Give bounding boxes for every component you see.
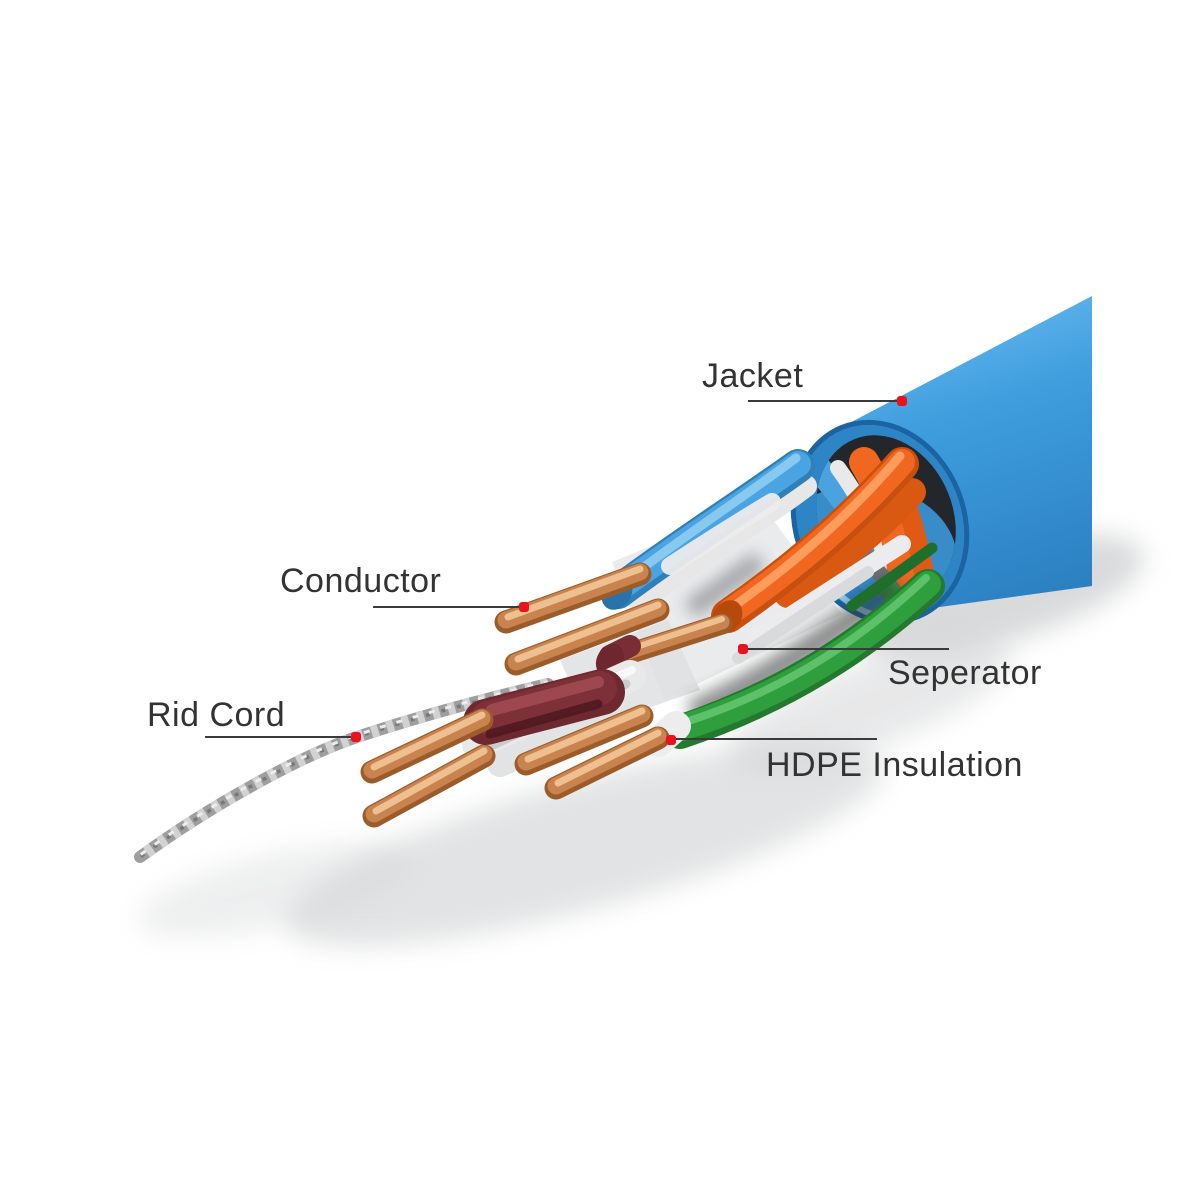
wire-green (643, 542, 945, 757)
copper-conductor (617, 613, 733, 665)
label-separator: Seperator (888, 654, 1042, 692)
marker-dot-jacket (897, 396, 907, 406)
wire-orange-rear (774, 478, 926, 608)
copper-conductor (362, 744, 496, 828)
copper-conductor (514, 704, 654, 776)
marker-dot-hdpe-insulation (666, 735, 676, 745)
marker-dot-rip-cord (351, 732, 361, 742)
marker-dot-conductor (519, 602, 529, 612)
wire-maroon (463, 669, 625, 745)
leader-line-rip-cord (205, 736, 353, 738)
copper-conductor (360, 708, 494, 784)
marker-dot-separator (738, 644, 748, 654)
leader-line-separator (746, 648, 949, 650)
copper-conductor (494, 562, 652, 634)
copper-conductors-lower (362, 704, 670, 828)
wire-orange-pair (711, 447, 919, 634)
separator-ribbons (732, 535, 911, 664)
label-rip-cord: Rid Cord (147, 696, 286, 734)
leader-line-hdpe-insulation (674, 738, 877, 740)
label-jacket: Jacket (702, 357, 804, 395)
leader-line-jacket (748, 400, 900, 402)
leader-line-conductor (373, 606, 521, 608)
copper-conductor (504, 598, 670, 676)
label-hdpe-insulation: HDPE Insulation (766, 746, 1023, 784)
copper-conductors-upper (494, 562, 733, 676)
copper-conductor (544, 726, 670, 800)
label-conductor: Conductor (280, 562, 442, 600)
wire-white-pair (629, 475, 817, 613)
